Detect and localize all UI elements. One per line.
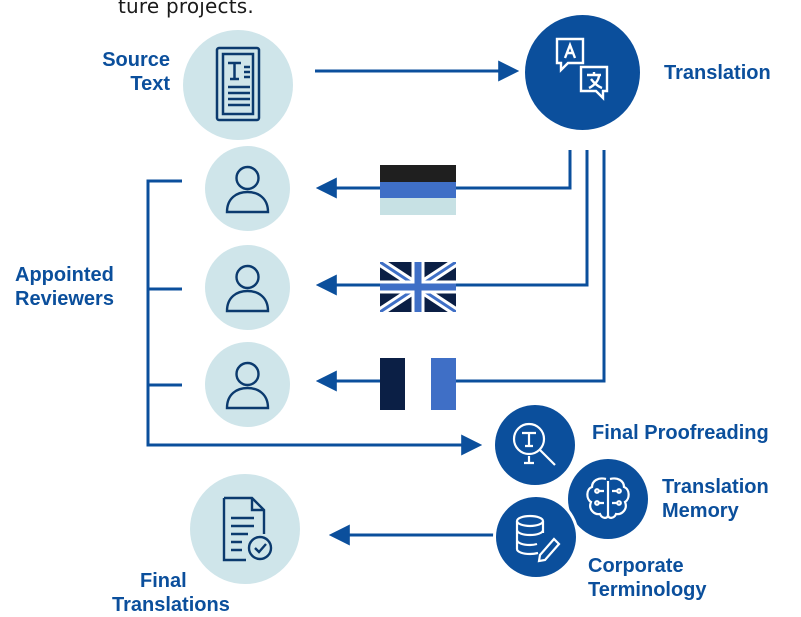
translation-label: Translation	[664, 62, 771, 84]
terminology-label-line1: Corporate	[588, 555, 684, 577]
translation-memory-node	[568, 459, 648, 539]
person-icon	[225, 361, 270, 410]
reviewers-label-line1: Appointed	[15, 264, 114, 286]
flag-estonia	[380, 165, 456, 215]
translation-memory-label: Translation Memory	[662, 475, 769, 523]
translation-node	[525, 15, 640, 130]
person-icon	[225, 165, 270, 214]
appointed-reviewers-label: Appointed Reviewers	[15, 263, 114, 311]
source-text-node	[183, 30, 293, 140]
terminology-label-line2: Terminology	[588, 579, 707, 601]
source-text-label: Source Text	[88, 48, 170, 96]
memory-label-line2: Memory	[662, 500, 739, 522]
flag-france	[380, 358, 456, 410]
memory-label-line1: Translation	[662, 476, 769, 498]
final-proofreading-label: Final Proofreading	[592, 422, 769, 444]
header-fragment: ture projects.	[118, 0, 254, 18]
corporate-terminology-label: Corporate Terminology	[588, 554, 707, 602]
reviewer-3-node	[205, 342, 290, 427]
database-pencil-icon	[515, 514, 561, 563]
proofreading-node	[495, 405, 575, 485]
corporate-terminology-node	[496, 497, 576, 577]
brain-circuit-icon	[586, 477, 630, 519]
final-label-line1: Final	[140, 570, 187, 592]
translate-bubbles-icon	[555, 37, 609, 101]
document-text-icon	[215, 46, 261, 122]
final-label-line2: Translations	[112, 594, 230, 616]
reviewers-label-line2: Reviewers	[15, 288, 114, 310]
final-translations-node	[190, 474, 300, 584]
document-check-icon	[222, 496, 273, 562]
magnify-text-icon	[512, 422, 556, 466]
source-label-line2: Text	[130, 73, 170, 95]
reviewer-2-node	[205, 245, 290, 330]
reviewer-1-node	[205, 146, 290, 231]
final-translations-label: Final Translations	[112, 569, 230, 617]
source-label-line1: Source	[102, 49, 170, 71]
flag-uk	[380, 262, 456, 312]
person-icon	[225, 264, 270, 313]
